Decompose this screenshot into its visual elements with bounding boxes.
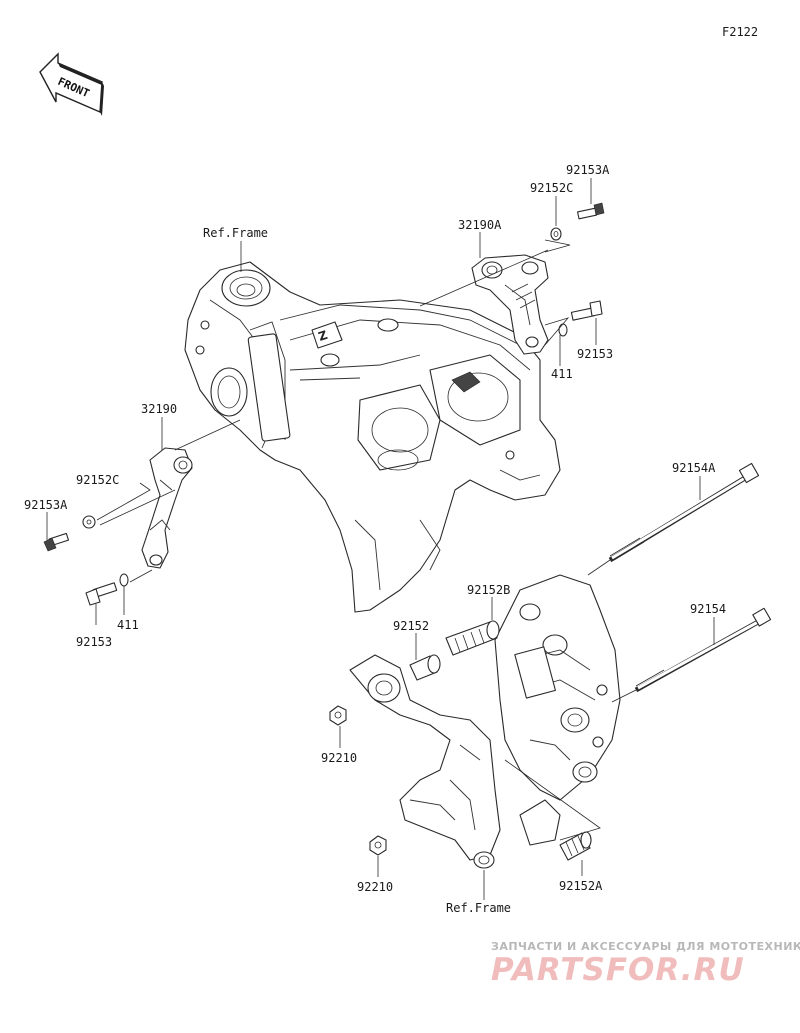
bolt-92154 (634, 607, 772, 693)
front-arrow-icon: FRONT (39, 52, 104, 116)
label-92152: 92152 (393, 619, 429, 633)
bolt-92153-left (85, 573, 129, 606)
watermark-tagline: ЗАПЧАСТИ И АКСЕССУАРЫ ДЛЯ МОТОТЕХНИКИ (491, 940, 800, 953)
nut-92210-upper (329, 705, 347, 726)
label-92152B: 92152B (467, 583, 510, 597)
collar-92152C-left (82, 515, 96, 529)
label-92154A: 92154A (672, 461, 716, 475)
bracket-32190A (471, 254, 549, 355)
bolt-92154A (608, 462, 760, 563)
label-411-left: 411 (117, 618, 139, 632)
bracket-32190 (141, 447, 193, 569)
collar-92152B (445, 620, 500, 656)
collar-92152C-top (550, 227, 562, 241)
label-32190: 32190 (141, 402, 177, 416)
bolt-92153A-top (577, 202, 605, 220)
label-92152A: 92152A (559, 879, 603, 893)
collar-92152A (559, 831, 592, 861)
engine-mount-assembly (494, 574, 621, 801)
frame-body: Z (184, 261, 561, 613)
label-92152C-left: 92152C (76, 473, 119, 487)
label-ref-frame-bottom: Ref.Frame (446, 901, 511, 915)
mount-plate (349, 654, 561, 869)
label-92210-upper: 92210 (321, 751, 357, 765)
label-92154: 92154 (690, 602, 726, 616)
nut-92210-lower (369, 835, 387, 856)
diagram-code: F2122 (722, 25, 758, 39)
label-92153-left: 92153 (76, 635, 112, 649)
watermark-brand: PARTSFOR.RU (491, 952, 745, 988)
label-ref-frame-top: Ref.Frame (203, 226, 268, 240)
label-92153A-left: 92153A (24, 498, 68, 512)
label-32190A: 32190A (458, 218, 502, 232)
label-92152C-top: 92152C (530, 181, 573, 195)
label-411-top: 411 (551, 367, 573, 381)
leader-lines (46, 178, 715, 900)
bolt-92153A-left (43, 532, 70, 552)
label-92210-lower: 92210 (357, 880, 393, 894)
label-92153-top: 92153 (577, 347, 613, 361)
label-92153A-top: 92153A (566, 163, 610, 177)
collar-92152 (409, 654, 441, 681)
